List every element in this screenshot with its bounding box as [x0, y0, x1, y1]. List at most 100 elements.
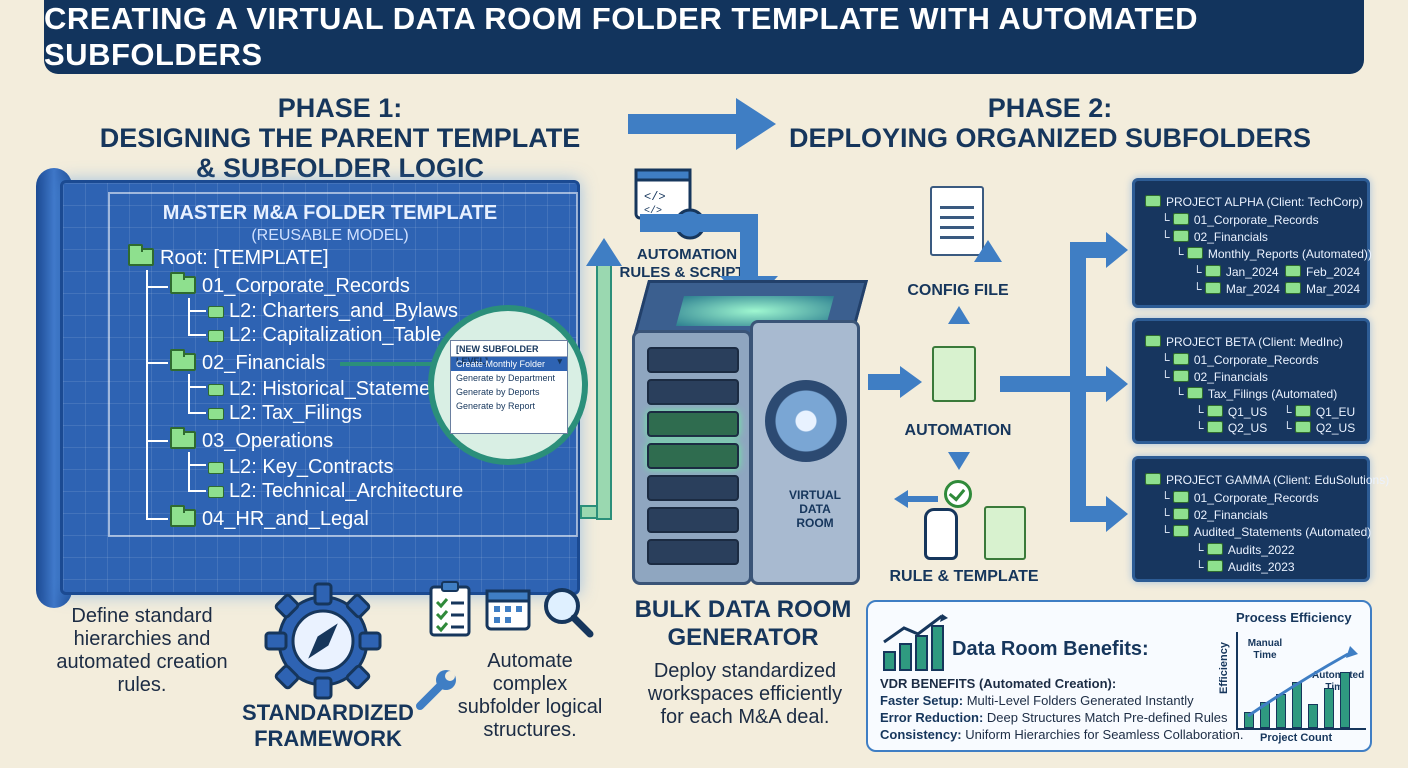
server-rack	[647, 411, 739, 437]
project-leaf: Feb_2024	[1285, 265, 1360, 279]
project-line: └ 01_Corporate_Records	[1161, 213, 1319, 227]
branch-arrow-stem	[1000, 376, 1074, 392]
benefit-item: Faster Setup: Multi-Level Folders Genera…	[880, 693, 1194, 708]
folder-icon	[1172, 370, 1189, 382]
tree-item: L2: Charters_and_Bylaws	[208, 300, 458, 323]
efficiency-bar	[1244, 712, 1254, 728]
folder-icon	[1145, 335, 1161, 347]
title-banner: CREATING A VIRTUAL DATA ROOM FOLDER TEMP…	[44, 0, 1364, 74]
folder-icon	[208, 330, 224, 342]
subfolder-level-dropdown[interactable]: [NEW SUBFOLDER LEVEL]▾ Create Monthly Fo…	[450, 340, 568, 434]
folder-icon	[170, 272, 196, 294]
template-heading: MASTER M&A FOLDER TEMPLATE	[162, 202, 498, 224]
check-circle-icon	[944, 480, 972, 508]
template-doc-icon	[984, 506, 1026, 560]
project-leaf: └ Q1_US	[1195, 405, 1268, 419]
dropdown-option[interactable]: Generate by Department	[456, 373, 556, 383]
branch-arrow-alpha-head	[1106, 232, 1128, 268]
project-leaf: └ Jan_2024	[1193, 265, 1279, 279]
folder-icon	[170, 427, 196, 449]
connector-vertical	[596, 262, 612, 520]
phase-arrow-body	[628, 114, 738, 134]
tree-item: L2: Historical_Statemen	[208, 378, 430, 401]
project-line: └ Tax_Filings (Automated)	[1175, 387, 1338, 401]
folder-icon	[1206, 543, 1223, 555]
folder-icon	[1172, 230, 1189, 242]
project-title: PROJECT GAMMA (Client: EduSolutions)	[1145, 473, 1389, 487]
branch-arrow-gamma	[1070, 506, 1110, 522]
efficiency-bar	[1260, 702, 1270, 728]
server-rack	[647, 347, 739, 373]
efficiency-y-label: Efficiency	[1218, 642, 1230, 694]
folder-icon	[1172, 213, 1189, 225]
server-label: VIRTUAL DATA ROOM	[789, 488, 841, 530]
phase1-heading: PHASE 1: DESIGNING THE PARENT TEMPLATE &…	[60, 93, 620, 183]
hand-pointer-icon	[924, 508, 958, 560]
magnifier-icon	[544, 588, 594, 638]
project-line: └ Audited_Statements (Automated)	[1161, 525, 1372, 539]
calendar-icon	[485, 589, 531, 631]
dropdown-option[interactable]: Generate by Report	[456, 401, 536, 411]
project-leaf: └ Q1_EU	[1283, 405, 1356, 419]
folder-icon	[1172, 525, 1189, 537]
project-leaf: └ Mar_2024	[1193, 282, 1280, 296]
phase2-line1: PHASE 2:	[987, 93, 1113, 123]
folder-icon	[208, 306, 224, 318]
server-rack	[647, 507, 739, 533]
dropdown-option[interactable]: Create Monthly Folder	[451, 357, 567, 371]
project-panel-gamma: PROJECT GAMMA (Client: EduSolutions) └ 0…	[1132, 456, 1389, 582]
folder-icon	[1206, 560, 1223, 572]
folder-icon	[1294, 405, 1311, 417]
benefit-item: Error Reduction: Deep Structures Match P…	[880, 710, 1228, 725]
config-up-arrow	[948, 306, 970, 324]
growth-chart-icon	[883, 614, 948, 671]
phase1-line1: PHASE 1:	[277, 93, 403, 123]
tree-line-l2a1	[188, 298, 206, 312]
phase2-heading: PHASE 2: DEPLOYING ORGANIZED SUBFOLDERS	[780, 93, 1320, 153]
server-rack	[647, 475, 739, 501]
project-line: └ 02_Financials	[1161, 508, 1268, 522]
project-panel-beta: PROJECT BETA (Client: MedInc) └ 01_Corpo…	[1132, 318, 1370, 444]
folder-icon	[128, 244, 154, 266]
branch-arrow-gamma-head	[1106, 496, 1128, 532]
benefit-item: Consistency: Uniform Hierarchies for Sea…	[880, 727, 1244, 742]
branch-arrow-alpha	[1070, 242, 1110, 258]
folder-icon	[1186, 247, 1203, 259]
tree-item: 01_Corporate_Records	[170, 272, 410, 298]
efficiency-bar	[1308, 704, 1318, 728]
branch-arrow-beta	[1070, 376, 1110, 392]
svg-text:</>: </>	[644, 190, 666, 204]
folder-icon	[208, 408, 224, 420]
folder-icon	[170, 349, 196, 371]
efficiency-chart-title: Process Efficiency	[1236, 610, 1352, 625]
tree-item: L2: Key_Contracts	[208, 456, 394, 479]
folder-icon	[1186, 387, 1203, 399]
scripts-arrow-top	[640, 214, 758, 232]
folder-icon	[1285, 265, 1301, 277]
tree-line-l2c	[188, 452, 206, 492]
project-leaf: └ Audits_2023	[1195, 560, 1295, 574]
tree-item: L2: Capitalization_Table	[208, 324, 441, 347]
page-title: CREATING A VIRTUAL DATA ROOM FOLDER TEMP…	[44, 1, 1199, 72]
project-title: PROJECT BETA (Client: MedInc)	[1145, 335, 1343, 349]
benefits-heading: Data Room Benefits:	[952, 638, 1149, 660]
project-title: PROJECT ALPHA (Client: TechCorp)	[1145, 195, 1363, 209]
server-front	[632, 330, 752, 585]
folder-icon	[1172, 353, 1189, 365]
folder-icon	[1145, 473, 1161, 485]
automation-down-arrow	[948, 452, 970, 470]
folder-icon	[1204, 265, 1221, 277]
folder-icon	[1172, 508, 1189, 520]
benefits-subheading: VDR BENEFITS (Automated Creation):	[880, 676, 1117, 691]
config-file-lines	[940, 206, 974, 209]
config-label: CONFIG FILE	[907, 282, 1009, 299]
tree-line-l2c1	[188, 452, 206, 466]
folder-icon	[208, 462, 224, 474]
chevron-down-icon: ▾	[557, 356, 562, 366]
project-line: └ 02_Financials	[1161, 230, 1268, 244]
folder-icon	[208, 486, 224, 498]
code-window-icon: </> </>	[634, 168, 706, 240]
dropdown-option[interactable]: Generate by Deports	[456, 387, 540, 397]
phase1-line3: & SUBFOLDER LOGIC	[196, 153, 484, 183]
dropdown-connector	[340, 362, 432, 366]
